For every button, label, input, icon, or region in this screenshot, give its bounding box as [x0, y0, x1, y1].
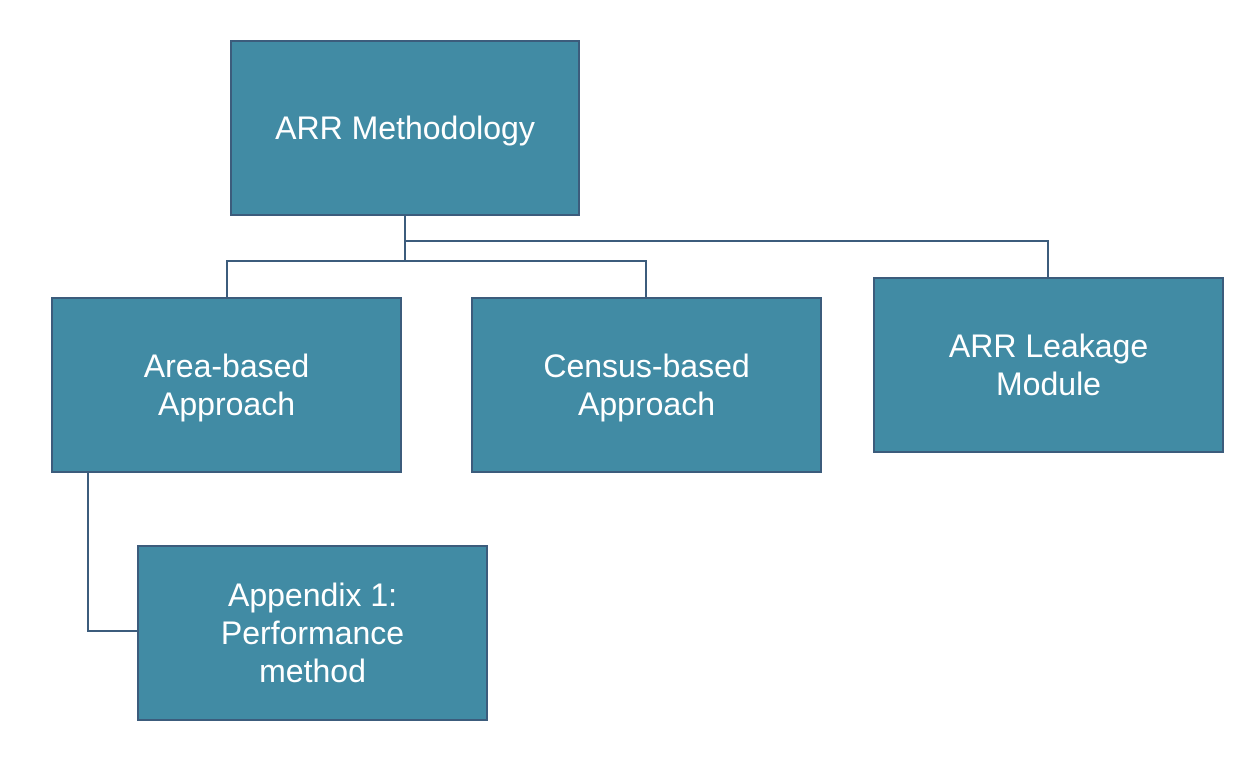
node-arr-methodology: ARR Methodology	[230, 40, 580, 216]
node-appendix-performance-method: Appendix 1: Performance method	[137, 545, 488, 721]
node-arr-methodology-label: ARR Methodology	[275, 110, 535, 146]
node-area-based-approach-label: Area-based Approach	[143, 348, 310, 422]
node-census-based-approach-label: Census-based Approach	[543, 348, 750, 422]
connector-area-to-appendix	[87, 473, 137, 632]
node-arr-leakage-module: ARR Leakage Module	[873, 277, 1224, 453]
connector-root-to-leakage	[404, 216, 1049, 277]
node-appendix-performance-method-label: Appendix 1: Performance method	[220, 577, 405, 689]
connector-root-to-census	[405, 260, 647, 297]
node-census-based-approach: Census-based Approach	[471, 297, 822, 473]
node-area-based-approach: Area-based Approach	[51, 297, 402, 473]
node-arr-leakage-module-label: ARR Leakage Module	[948, 328, 1149, 402]
connector-root-to-area	[226, 241, 406, 297]
